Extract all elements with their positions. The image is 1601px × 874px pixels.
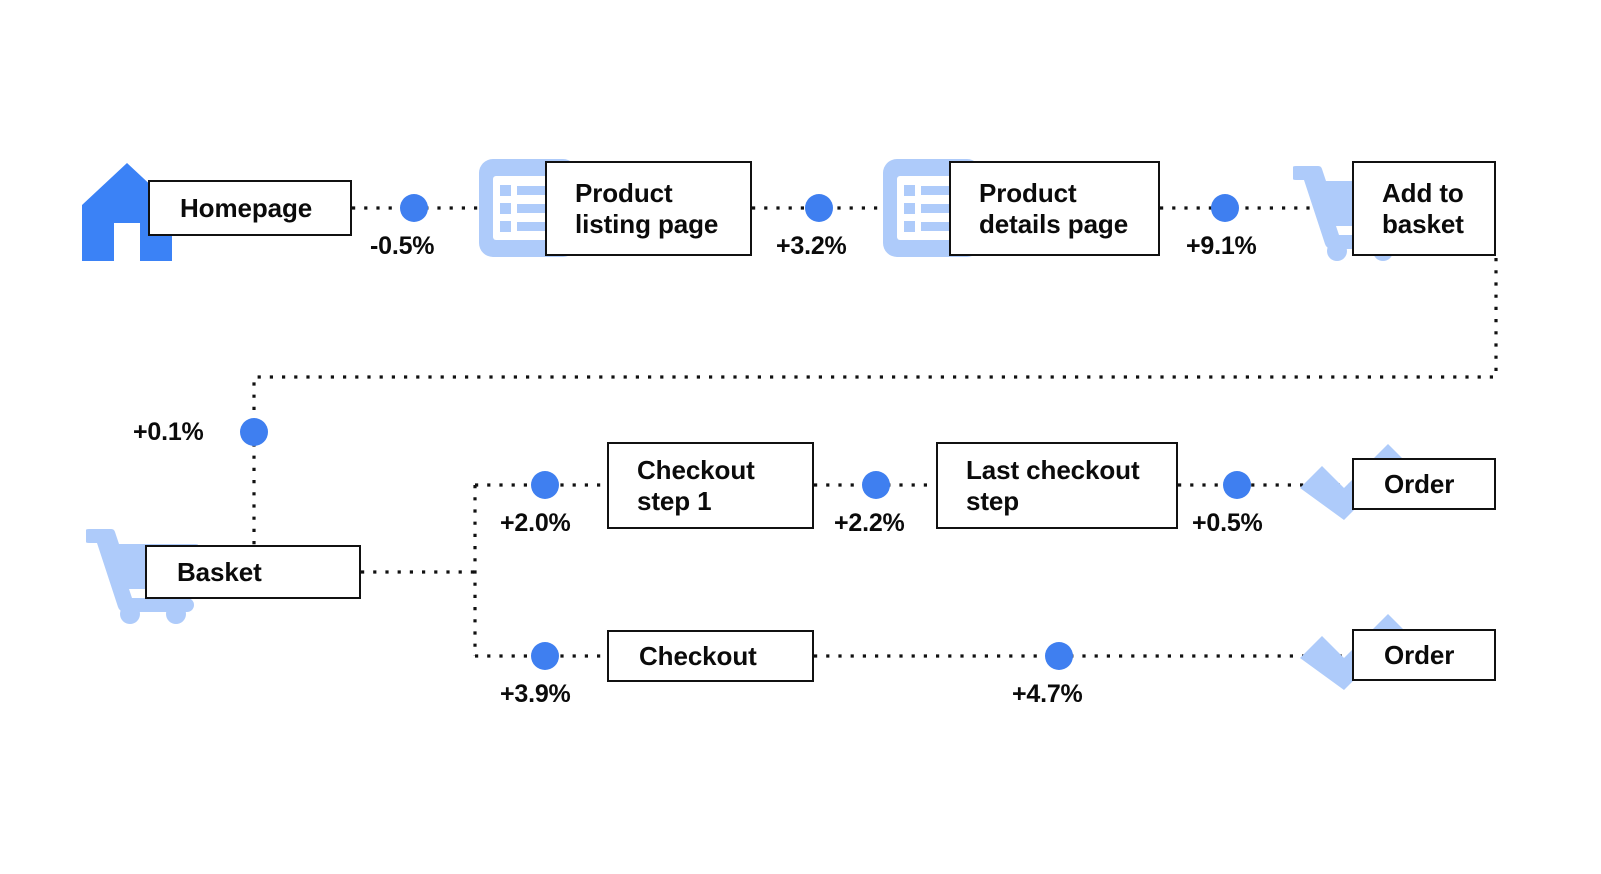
transition-label-add-to-basket-to-basket: +0.1% (133, 418, 204, 446)
transition-dot-checkout-to-order[interactable] (1045, 642, 1073, 670)
transition-dot-plp-to-pdp[interactable] (805, 194, 833, 222)
transition-dot-last-step-to-order[interactable] (1223, 471, 1251, 499)
node-label: Order (1384, 639, 1455, 670)
transition-label-basket-to-checkout: +3.9% (500, 680, 571, 708)
transition-label-basket-to-checkout-step-1: +2.0% (500, 509, 571, 537)
node-order-top[interactable]: Order (1352, 458, 1496, 510)
node-label: Product details page (979, 177, 1129, 239)
node-checkout-step-1[interactable]: Checkout step 1 (607, 442, 814, 529)
node-label: Order (1384, 468, 1455, 499)
node-label: Add to basket (1382, 177, 1464, 239)
node-homepage[interactable]: Homepage (148, 180, 352, 236)
node-checkout[interactable]: Checkout (607, 630, 814, 682)
node-label: Last checkout step (966, 454, 1140, 516)
node-add-to-basket[interactable]: Add to basket (1352, 161, 1496, 256)
transition-label-last-step-to-order: +0.5% (1192, 509, 1263, 537)
node-label: Homepage (180, 192, 313, 223)
transition-label-pdp-to-add-to-basket: +9.1% (1186, 232, 1257, 260)
node-label: Checkout (639, 640, 757, 671)
transition-dot-add-to-basket-to-basket[interactable] (240, 418, 268, 446)
transition-dot-basket-to-checkout[interactable] (531, 642, 559, 670)
transition-dot-pdp-to-add-to-basket[interactable] (1211, 194, 1239, 222)
node-order-bottom[interactable]: Order (1352, 629, 1496, 681)
transition-label-checkout-step-1-to-last-step: +2.2% (834, 509, 905, 537)
node-last-checkout-step[interactable]: Last checkout step (936, 442, 1178, 529)
node-label: Product listing page (575, 177, 719, 239)
node-product-listing-page[interactable]: Product listing page (545, 161, 752, 256)
transition-dot-checkout-step-1-to-last-step[interactable] (862, 471, 890, 499)
transition-label-checkout-to-order: +4.7% (1012, 680, 1083, 708)
transition-label-plp-to-pdp: +3.2% (776, 232, 847, 260)
node-product-details-page[interactable]: Product details page (949, 161, 1160, 256)
transition-label-homepage-to-plp: -0.5% (370, 232, 435, 260)
transition-dot-basket-to-checkout-step-1[interactable] (531, 471, 559, 499)
transition-dot-homepage-to-plp[interactable] (400, 194, 428, 222)
node-label: Checkout step 1 (637, 454, 755, 516)
node-label: Basket (177, 556, 262, 587)
node-basket[interactable]: Basket (145, 545, 361, 599)
